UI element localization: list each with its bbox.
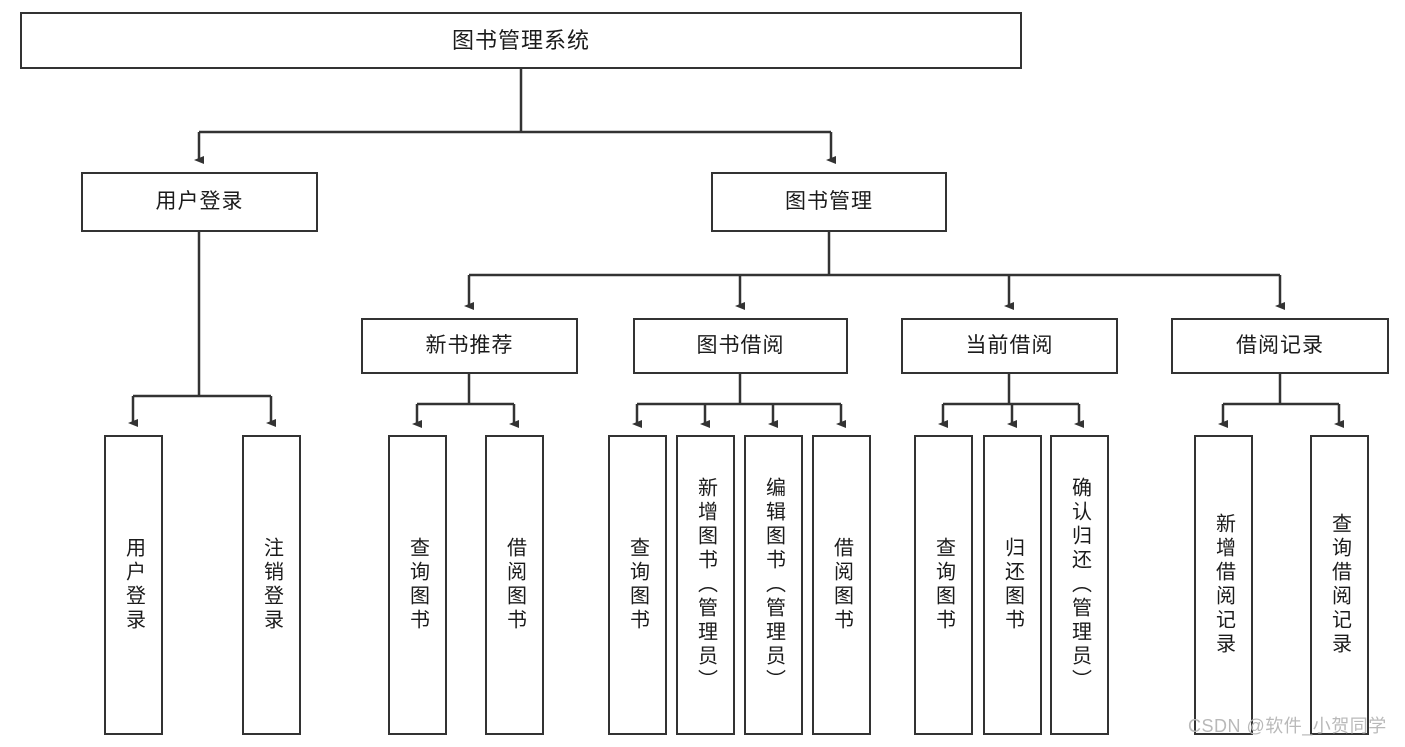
node-leaf-user-logout[interactable]: 注销登录 xyxy=(242,435,301,735)
node-book-borrow-label: 图书借阅 xyxy=(696,333,785,357)
node-leaf-return-book[interactable]: 归还图书 xyxy=(983,435,1042,735)
node-book-manage-label: 图书管理 xyxy=(785,189,873,213)
node-leaf-edit-book[interactable]: 编辑图书（管理员） xyxy=(744,435,803,735)
node-leaf-query-book-2[interactable]: 查询图书 xyxy=(608,435,667,735)
node-book-borrow[interactable]: 图书借阅 xyxy=(633,318,848,374)
node-leaf-return-book-label: 归还图书 xyxy=(1001,537,1024,633)
node-leaf-add-book-label: 新增图书（管理员） xyxy=(694,477,717,693)
node-leaf-query-book-3[interactable]: 查询图书 xyxy=(914,435,973,735)
node-leaf-user-logout-label: 注销登录 xyxy=(260,537,283,633)
node-leaf-query-book-1[interactable]: 查询图书 xyxy=(388,435,447,735)
node-leaf-borrow-book-1-label: 借阅图书 xyxy=(503,537,526,633)
node-root[interactable]: 图书管理系统 xyxy=(20,12,1022,69)
node-leaf-confirm-return-label: 确认归还（管理员） xyxy=(1068,477,1091,693)
node-current-borrow-label: 当前借阅 xyxy=(965,333,1054,357)
node-leaf-borrow-book-2[interactable]: 借阅图书 xyxy=(812,435,871,735)
node-user-login-label: 用户登录 xyxy=(155,189,244,213)
node-leaf-query-book-2-label: 查询图书 xyxy=(626,537,649,633)
node-leaf-borrow-book-2-label: 借阅图书 xyxy=(830,537,853,633)
node-leaf-query-book-3-label: 查询图书 xyxy=(932,537,955,633)
watermark-text: CSDN @软件_小贺同学 xyxy=(1188,716,1387,736)
node-root-label: 图书管理系统 xyxy=(451,27,590,53)
node-user-login[interactable]: 用户登录 xyxy=(81,172,318,232)
node-leaf-user-login-label: 用户登录 xyxy=(122,537,145,633)
node-leaf-edit-book-label: 编辑图书（管理员） xyxy=(762,477,785,693)
node-leaf-query-book-1-label: 查询图书 xyxy=(406,537,429,633)
node-leaf-query-record[interactable]: 查询借阅记录 xyxy=(1310,435,1369,735)
node-leaf-confirm-return[interactable]: 确认归还（管理员） xyxy=(1050,435,1109,735)
node-borrow-record[interactable]: 借阅记录 xyxy=(1171,318,1389,374)
node-leaf-add-record[interactable]: 新增借阅记录 xyxy=(1194,435,1253,735)
node-borrow-record-label: 借阅记录 xyxy=(1236,333,1324,357)
node-new-book-recommend-label: 新书推荐 xyxy=(425,333,514,357)
node-leaf-add-book[interactable]: 新增图书（管理员） xyxy=(676,435,735,735)
node-leaf-add-record-label: 新增借阅记录 xyxy=(1212,513,1235,657)
node-new-book-recommend[interactable]: 新书推荐 xyxy=(361,318,578,374)
node-leaf-query-record-label: 查询借阅记录 xyxy=(1328,513,1351,657)
node-book-manage[interactable]: 图书管理 xyxy=(711,172,947,232)
node-leaf-borrow-book-1[interactable]: 借阅图书 xyxy=(485,435,544,735)
node-current-borrow[interactable]: 当前借阅 xyxy=(901,318,1118,374)
node-leaf-user-login[interactable]: 用户登录 xyxy=(104,435,163,735)
